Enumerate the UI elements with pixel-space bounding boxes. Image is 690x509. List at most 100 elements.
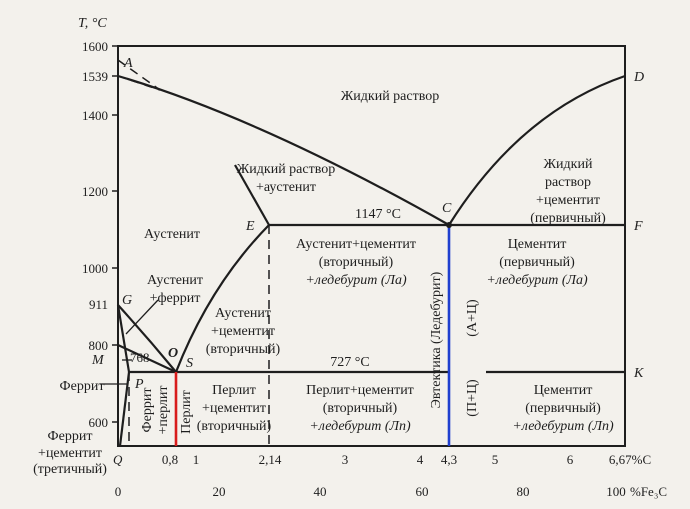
temp-768: 768 xyxy=(130,350,150,365)
svg-text:(А+Ц): (А+Ц) xyxy=(465,299,480,337)
region-pearlite-cem2: Перлит +цементит (вторичный) xyxy=(197,383,272,434)
x-top-214: 2,14 xyxy=(259,452,282,467)
region-aust-ferrite: Аустенит +феррит xyxy=(147,273,203,306)
svg-text:+ледебурит (Лп): +ледебурит (Лп) xyxy=(309,419,411,434)
y-axis-title: T, °C xyxy=(78,16,107,31)
point-f: F xyxy=(633,219,643,234)
point-k: K xyxy=(633,366,644,381)
region-liquid-cementite: Жидкий раствор +цементит (первичный) xyxy=(530,157,606,226)
svg-text:Эвтектика (Ледебурит): Эвтектика (Ледебурит) xyxy=(429,271,444,408)
region-liquid-austenite: Жидкий раствор +аустенит xyxy=(237,162,336,195)
x-bottom-20: 20 xyxy=(213,484,226,499)
svg-text:Жидкий раствор: Жидкий раствор xyxy=(237,162,336,177)
svg-text:раствор: раствор xyxy=(545,175,591,190)
x-top-q: Q xyxy=(113,452,123,467)
gs-line xyxy=(117,304,177,373)
pointer-austenite-ferrite xyxy=(125,299,159,335)
svg-text:(П+Ц): (П+Ц) xyxy=(465,379,480,417)
point-s: S xyxy=(186,356,193,371)
x-top-6: 6 xyxy=(567,452,574,467)
svg-text:(первичный): (первичный) xyxy=(530,211,606,226)
region-aust-cem2: Аустенит +цементит (вторичный) xyxy=(206,306,281,357)
point-c: C xyxy=(442,201,452,216)
x-bottom-80: 80 xyxy=(517,484,530,499)
svg-text:(вторичный): (вторичный) xyxy=(323,401,398,416)
svg-text:Перлит: Перлит xyxy=(212,383,256,398)
svg-text:+цементит: +цементит xyxy=(211,324,275,339)
liquidus-cd xyxy=(448,74,626,226)
point-p: P xyxy=(134,377,144,392)
svg-text:(вторичный): (вторичный) xyxy=(319,255,394,270)
svg-text:Феррит: Феррит xyxy=(48,429,93,444)
dashed-a-upper xyxy=(117,59,161,91)
x-bottom-unit: %Fe₃C xyxy=(630,484,667,499)
point-o: O xyxy=(168,346,178,361)
y-tick-1539: 1539 xyxy=(82,69,108,84)
y-tick-marks xyxy=(112,45,118,423)
point-d: D xyxy=(633,70,644,85)
y-tick-600: 600 xyxy=(89,415,109,430)
plot-frame xyxy=(117,45,626,447)
y-tick-1200: 1200 xyxy=(82,184,108,199)
svg-text:(третичный): (третичный) xyxy=(33,462,107,477)
point-g: G xyxy=(122,293,132,308)
region-liquid: Жидкий раствор xyxy=(341,89,440,104)
temp-727: 727 °C xyxy=(330,355,369,370)
svg-text:Жидкий: Жидкий xyxy=(544,157,593,172)
svg-text:Феррит: Феррит xyxy=(140,388,155,433)
x-top-1: 1 xyxy=(193,452,200,467)
svg-text:Перлит: Перлит xyxy=(179,390,194,434)
svg-text:Аустенит: Аустенит xyxy=(147,273,203,288)
y-tick-1400: 1400 xyxy=(82,108,108,123)
x-top-3: 3 xyxy=(342,452,349,467)
svg-text:+ледебурит (Ла): +ледебурит (Ла) xyxy=(486,273,588,288)
pq-line xyxy=(118,371,131,447)
x-top-667: 6,67%C xyxy=(609,452,651,467)
point-a: A xyxy=(123,56,133,71)
svg-text:Цементит: Цементит xyxy=(508,237,567,252)
svg-text:+цементит: +цементит xyxy=(536,193,600,208)
region-cem-led-lower: Цементит (первичный) +ледебурит (Лп) xyxy=(512,383,614,434)
svg-text:Цементит: Цементит xyxy=(534,383,593,398)
point-m: M xyxy=(91,353,105,368)
curie-line xyxy=(117,344,177,373)
y-tick-1600: 1600 xyxy=(82,39,108,54)
dashed-a-lower xyxy=(117,75,161,91)
svg-text:+аустенит: +аустенит xyxy=(256,180,316,195)
region-ferrite: Феррит xyxy=(60,379,105,394)
region-cem-led-upper: Цементит (первичный) +ледебурит (Ла) xyxy=(486,237,588,288)
region-pearlite-cem-led: Перлит+цементит (вторичный) +ледебурит (… xyxy=(306,383,414,434)
region-aust-cem-led: Аустенит+цементит (вторичный) +ледебурит… xyxy=(296,237,416,288)
svg-text:(первичный): (первичный) xyxy=(525,401,601,416)
svg-text:Аустенит: Аустенит xyxy=(215,306,271,321)
x-bottom-40: 40 xyxy=(314,484,327,499)
y-tick-911: 911 xyxy=(89,297,108,312)
dashed-lines xyxy=(117,59,270,446)
x-bottom-60: 60 xyxy=(416,484,429,499)
svg-text:+цементит: +цементит xyxy=(38,446,102,461)
x-top-5: 5 xyxy=(492,452,499,467)
gp-line xyxy=(116,304,131,373)
region-ferrite-pearlite: Феррит +перлит xyxy=(140,385,171,434)
x-bottom-0: 0 xyxy=(115,484,122,499)
svg-text:Перлит+цементит: Перлит+цементит xyxy=(306,383,414,398)
svg-text:+ледебурит (Ла): +ледебурит (Ла) xyxy=(305,273,407,288)
es-line xyxy=(174,224,270,373)
temp-1147: 1147 °C xyxy=(355,207,401,222)
svg-text:Аустенит+цементит: Аустенит+цементит xyxy=(296,237,416,252)
svg-text:+перлит: +перлит xyxy=(156,385,171,434)
region-austenite: Аустенит xyxy=(144,227,200,242)
svg-text:(первичный): (первичный) xyxy=(499,255,575,270)
point-c-dot xyxy=(446,222,452,228)
region-ferrite-cem3: Феррит +цементит (третичный) xyxy=(33,429,107,477)
svg-text:+ледебурит (Лп): +ледебурит (Лп) xyxy=(512,419,614,434)
region-eutectic: Эвтектика (Ледебурит) (А+Ц) (П+Ц) xyxy=(429,271,480,416)
svg-text:(вторичный): (вторичный) xyxy=(197,419,272,434)
y-tick-1000: 1000 xyxy=(82,261,108,276)
y-tick-800: 800 xyxy=(89,338,109,353)
region-pearlite: Перлит xyxy=(179,390,194,434)
x-bottom-100: 100 xyxy=(606,484,626,499)
point-e: E xyxy=(245,219,255,234)
